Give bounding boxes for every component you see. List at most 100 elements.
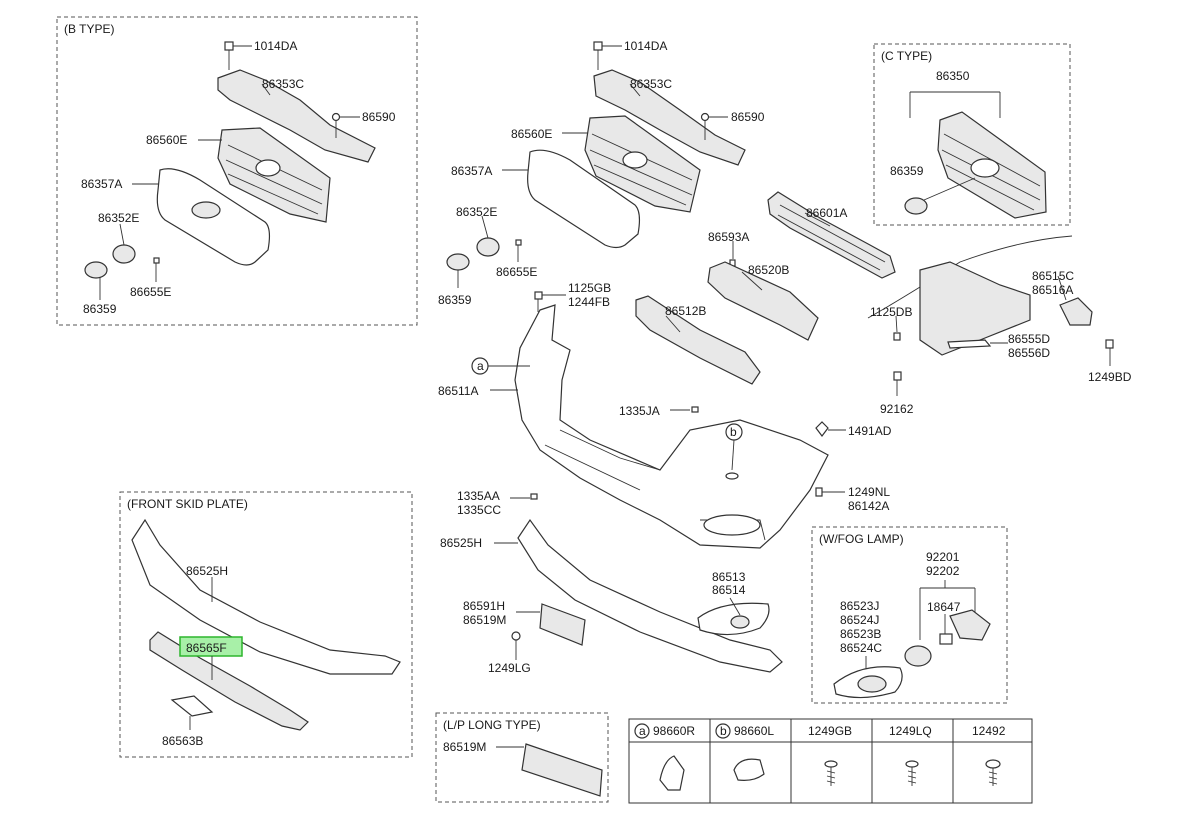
part-label-86142a[interactable]: 86142A [848, 499, 889, 513]
callout-a-label[interactable]: a [477, 359, 484, 373]
table-header-12492[interactable]: 12492 [972, 724, 1006, 738]
part-label-1244fb[interactable]: 1244FB [568, 295, 610, 309]
callout-b-label[interactable]: b [730, 425, 737, 439]
part-label-86655e-b[interactable]: 86655E [130, 285, 171, 299]
b-type-section: (B TYPE) 1014DA 86353C 86590 86560E 8635… [56, 16, 418, 326]
table-header-circle-a: a [639, 724, 646, 738]
part-label-86352e-main[interactable]: 86352E [456, 205, 497, 219]
bolt-1014da [224, 41, 252, 70]
part-label-86512b[interactable]: 86512B [665, 304, 706, 318]
fog-lamp-section: (W/FOG LAMP) 92201 92202 18647 86523J 86… [811, 526, 1008, 704]
part-label-86359-c[interactable]: 86359 [890, 164, 924, 178]
skid-plate-86525h [131, 518, 401, 675]
screw-1249gb-icon [824, 760, 838, 786]
plate-bracket-86519m [539, 603, 586, 646]
part-label-86357a-main[interactable]: 86357A [451, 164, 492, 178]
lp-long-box [435, 712, 609, 803]
part-label-1335cc[interactable]: 1335CC [457, 503, 501, 517]
nut-86655e [153, 257, 160, 264]
skid-plate-86525h-main [517, 518, 783, 673]
screw-12492-icon [985, 759, 1001, 786]
part-label-1335aa[interactable]: 1335AA [457, 489, 500, 503]
part-label-1491ad[interactable]: 1491AD [848, 424, 892, 438]
part-label-86565f[interactable]: 86565F [186, 641, 227, 655]
b-type-box [56, 16, 418, 326]
part-label-86555d[interactable]: 86555D [1008, 332, 1050, 346]
screw-86590 [331, 112, 360, 138]
table-header-circle-b: b [720, 724, 727, 738]
bracket-86512b [635, 295, 761, 385]
part-label-92201[interactable]: 92201 [926, 550, 960, 564]
fog-lamp-bulb [904, 645, 932, 667]
part-label-1014da[interactable]: 1014DA [254, 39, 297, 53]
part-label-1335ja[interactable]: 1335JA [619, 404, 660, 418]
emblem-86359 [84, 261, 108, 279]
skid-plate-section: (FRONT SKID PLATE) 86525H 86565F 86563B [119, 491, 413, 758]
part-label-1014da-main[interactable]: 1014DA [624, 39, 667, 53]
part-label-92202[interactable]: 92202 [926, 564, 960, 578]
table-header-98660l[interactable]: 98660L [734, 724, 774, 738]
b-type-title: (B TYPE) [64, 22, 114, 36]
table-header-1249gb[interactable]: 1249GB [808, 724, 852, 738]
part-label-86519m-main[interactable]: 86519M [463, 613, 506, 627]
beam-86601a [767, 191, 896, 279]
part-label-86513[interactable]: 86513 [712, 570, 746, 584]
bracket-86563b [170, 695, 214, 717]
part-label-86655e-main[interactable]: 86655E [496, 265, 537, 279]
part-label-86359-main[interactable]: 86359 [438, 293, 472, 307]
c-type-box [873, 43, 1071, 226]
part-label-1125gb[interactable]: 1125GB [568, 281, 611, 295]
part-label-86590-b[interactable]: 86590 [362, 110, 396, 124]
c-type-title: (C TYPE) [881, 49, 932, 63]
part-label-86523b[interactable]: 86523B [840, 627, 881, 641]
lp-long-section: (L/P LONG TYPE) 86519M [435, 712, 609, 803]
clip-86515c [1059, 297, 1093, 326]
part-label-86563b[interactable]: 86563B [162, 734, 203, 748]
part-label-18647[interactable]: 18647 [927, 600, 961, 614]
part-label-92162[interactable]: 92162 [880, 402, 914, 416]
part-label-86357a-b[interactable]: 86357A [81, 177, 122, 191]
table-header-98660r[interactable]: 98660R [653, 724, 695, 738]
part-label-86515c[interactable]: 86515C [1032, 269, 1074, 283]
fender-bracket [919, 261, 1031, 356]
part-label-86556d[interactable]: 86556D [1008, 346, 1050, 360]
part-label-86590-main[interactable]: 86590 [731, 110, 765, 124]
part-label-1249nl[interactable]: 1249NL [848, 485, 890, 499]
part-label-86519m-lp[interactable]: 86519M [443, 740, 486, 754]
part-label-86560e-main[interactable]: 86560E [511, 127, 552, 141]
part-label-86520b[interactable]: 86520B [748, 263, 789, 277]
skid-plate-title: (FRONT SKID PLATE) [127, 497, 248, 511]
part-label-86353c-main[interactable]: 86353C [630, 77, 672, 91]
upper-bracket-86353c-main [593, 69, 746, 166]
part-label-86560e-b[interactable]: 86560E [146, 133, 187, 147]
screw-1249lq-icon [905, 760, 919, 786]
bumper-cover-86511a [514, 304, 829, 549]
part-label-86352e-b[interactable]: 86352E [98, 211, 139, 225]
part-label-86359-b[interactable]: 86359 [83, 302, 117, 316]
part-label-86524c[interactable]: 86524C [840, 641, 882, 655]
part-label-86601a[interactable]: 86601A [806, 206, 847, 220]
part-label-86524j[interactable]: 86524J [840, 613, 879, 627]
part-label-1125db[interactable]: 1125DB [870, 305, 912, 319]
part-label-86591h[interactable]: 86591H [463, 599, 505, 613]
table-header-1249lq[interactable]: 1249LQ [889, 724, 932, 738]
plate-bracket-long-86519m [521, 743, 603, 797]
emblem-86352e [112, 244, 136, 264]
part-label-86514[interactable]: 86514 [712, 583, 746, 597]
part-label-86525h-skid[interactable]: 86525H [186, 564, 228, 578]
fog-lamp-housing [949, 609, 991, 641]
part-label-86525h-main[interactable]: 86525H [440, 536, 482, 550]
part-label-86350[interactable]: 86350 [936, 69, 970, 83]
part-label-86523j[interactable]: 86523J [840, 599, 879, 613]
part-label-86511a[interactable]: 86511A [438, 384, 478, 398]
c-type-section: (C TYPE) 86350 86359 [873, 43, 1071, 226]
absorber-86520b [707, 261, 819, 341]
part-label-86353c[interactable]: 86353C [262, 77, 304, 91]
part-label-1249lg[interactable]: 1249LG [488, 661, 531, 675]
part-label-86516a[interactable]: 86516A [1032, 283, 1073, 297]
fender-outline [867, 235, 1073, 319]
part-label-1249bd[interactable]: 1249BD [1088, 370, 1132, 384]
part-label-86593a[interactable]: 86593A [708, 230, 749, 244]
clip-98660r-icon [659, 755, 685, 791]
